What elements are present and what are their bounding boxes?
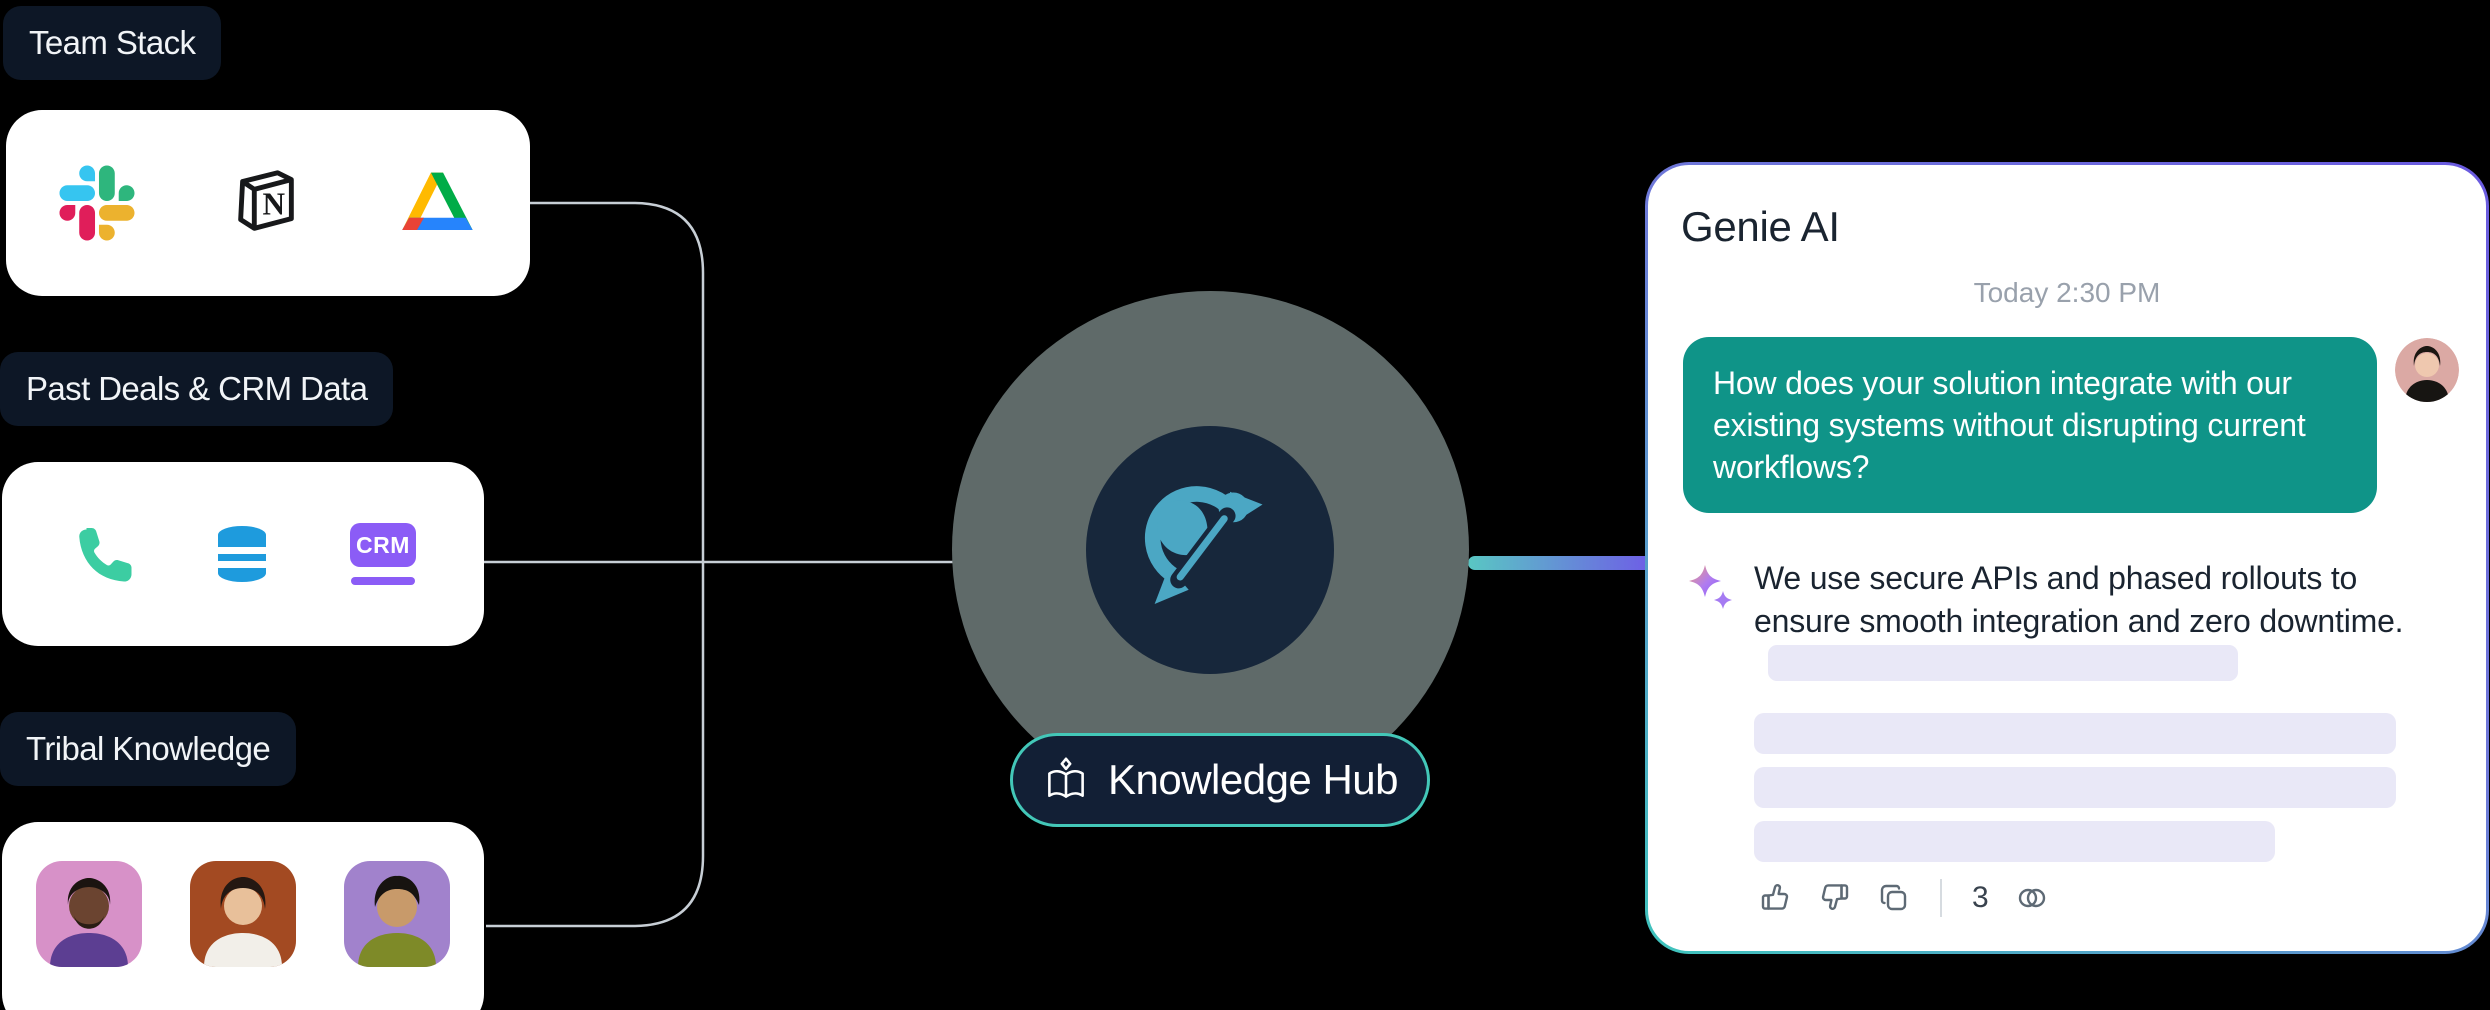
- ai-message: We use secure APIs and phased rollouts t…: [1754, 557, 2410, 686]
- team-stack-card: N: [6, 110, 530, 296]
- reply-links-icon[interactable]: [2015, 883, 2049, 913]
- crm-badge: CRM: [350, 523, 416, 585]
- genie-ai-card: Genie AI Today 2:30 PM How does your sol…: [1648, 165, 2486, 951]
- google-drive-icon: [402, 172, 473, 230]
- past-deals-card: CRM: [2, 462, 484, 646]
- hub-to-chat-connector: [1468, 556, 1650, 570]
- user-message-bubble: How does your solution integrate with ou…: [1683, 337, 2377, 513]
- crm-badge-text: CRM: [356, 531, 410, 558]
- user-message-text: How does your solution integrate with ou…: [1713, 365, 2306, 485]
- past-deals-label-text: Past Deals & CRM Data: [26, 370, 368, 407]
- avatar-woman-rust: [190, 861, 296, 967]
- knowledge-hub-inner-circle: [1086, 426, 1334, 674]
- thumbs-up-icon[interactable]: [1758, 881, 1792, 915]
- ai-sparkle-icon: [1689, 565, 1732, 609]
- ai-message-text: We use secure APIs and phased rollouts t…: [1754, 560, 2404, 639]
- crm-badge-underline: [351, 577, 415, 585]
- ai-skeleton-bar: [1754, 821, 2275, 862]
- ai-skeleton-bar: [1754, 767, 2396, 808]
- reply-count: 3: [1972, 881, 1989, 914]
- copy-icon[interactable]: [1878, 882, 1910, 914]
- knowledge-hub-button-label: Knowledge Hub: [1107, 756, 1399, 803]
- tribal-knowledge-card: [2, 822, 484, 1010]
- phone-icon: [79, 528, 132, 582]
- ai-message-actions: 3: [1758, 879, 2049, 917]
- actions-divider: [1940, 879, 1942, 917]
- ai-skeleton-inline: [1768, 645, 2238, 681]
- ai-skeleton-bar: [1754, 713, 2396, 754]
- past-deals-label: Past Deals & CRM Data: [0, 352, 394, 426]
- chat-title: Genie AI: [1681, 203, 1840, 250]
- chat-timestamp: Today 2:30 PM: [1973, 277, 2161, 308]
- avatar-man-pink: [36, 861, 142, 967]
- genie-ai-card-border: Genie AI Today 2:30 PM How does your sol…: [1645, 162, 2489, 954]
- user-avatar: [2395, 338, 2459, 402]
- knowledge-hub-button[interactable]: Knowledge Hub: [1010, 733, 1430, 827]
- open-book-icon: [1048, 757, 1084, 798]
- database-icon: [215, 526, 269, 582]
- slack-icon: [59, 165, 135, 241]
- team-stack-label-text: Team Stack: [29, 24, 196, 61]
- notion-icon: N: [238, 170, 294, 231]
- svg-text:N: N: [263, 187, 286, 222]
- team-stack-label: Team Stack: [3, 6, 222, 80]
- tribal-knowledge-label: Tribal Knowledge: [0, 712, 297, 786]
- avatar-man-purple: [344, 861, 450, 967]
- tribal-knowledge-label-text: Tribal Knowledge: [26, 730, 271, 767]
- crm-badge-box: CRM: [350, 523, 416, 567]
- bird-logo: [1144, 486, 1263, 604]
- thumbs-down-icon[interactable]: [1818, 881, 1852, 915]
